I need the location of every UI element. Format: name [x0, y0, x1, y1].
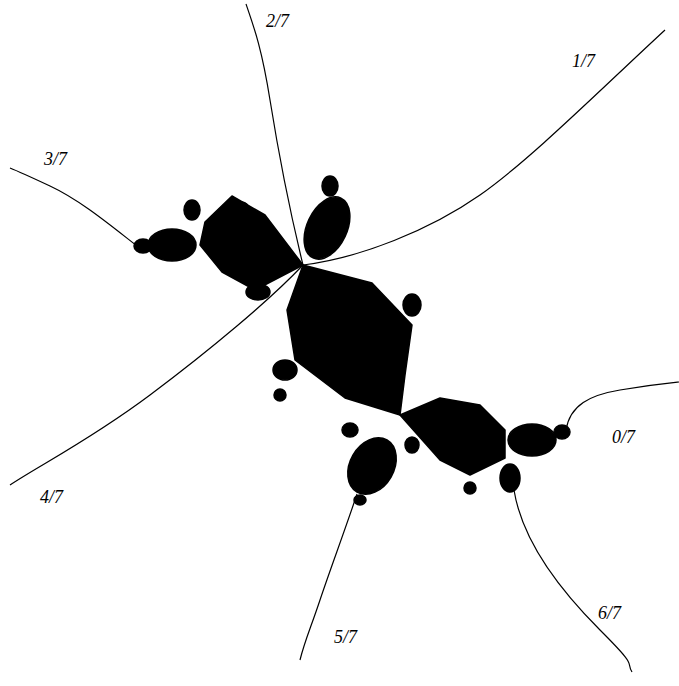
external-ray [10, 265, 303, 485]
ray-angle-label: 2/7 [266, 12, 289, 30]
central-component [287, 265, 412, 415]
external-ray [246, 4, 303, 265]
ray-angle-label: 1/7 [572, 52, 595, 70]
external-ray [10, 168, 137, 246]
ray-angle-label: 4/7 [40, 488, 63, 506]
external-ray [303, 30, 665, 265]
ray-angle-label: 0/7 [612, 428, 635, 446]
small-lobe [273, 360, 297, 380]
left-lobe [148, 229, 196, 261]
right-lobe [508, 424, 556, 456]
external-ray [300, 494, 357, 660]
upper-tip-lobe [322, 176, 338, 196]
small-lobe [342, 423, 358, 437]
filled-julia-set [134, 176, 570, 505]
lower-right-lobe [500, 464, 520, 492]
lower-lobe [338, 429, 406, 503]
small-lobe [403, 294, 421, 316]
right-component [400, 398, 505, 475]
external-rays [10, 4, 679, 672]
small-lobe [274, 389, 286, 401]
external-ray [566, 382, 679, 430]
right-tip-lobe [554, 425, 570, 439]
ray-angle-label: 5/7 [334, 628, 357, 646]
upper-lobe [295, 190, 359, 267]
small-lobe [246, 284, 270, 300]
ray-angle-label: 6/7 [598, 604, 621, 622]
small-lobe [405, 437, 419, 453]
external-ray [514, 490, 632, 672]
ray-angle-label: 3/7 [44, 150, 67, 168]
left-component [200, 196, 303, 290]
small-lobe [184, 200, 200, 220]
small-lobe [464, 482, 476, 494]
small-lobe [235, 202, 249, 218]
